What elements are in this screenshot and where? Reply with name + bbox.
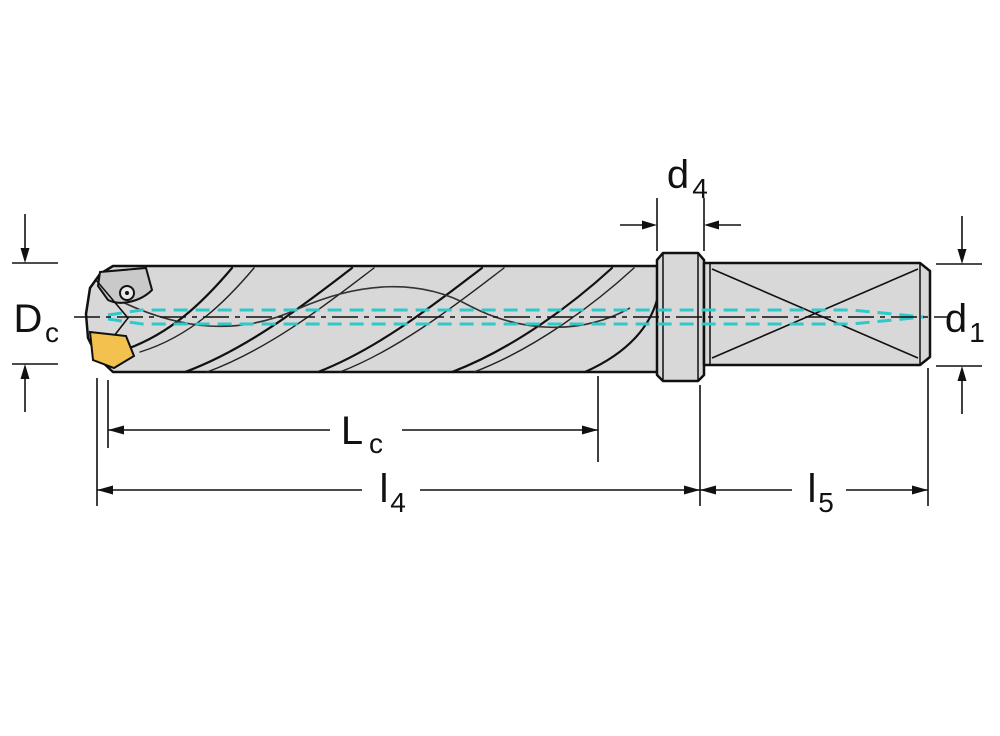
clamp-screw-center	[125, 291, 129, 295]
coolant-lines	[107, 308, 925, 326]
dimension-l5	[700, 368, 929, 506]
label-d1-sub: 1	[969, 317, 985, 348]
label-d1-main: d	[945, 297, 967, 341]
drill-body-outline	[84, 264, 660, 374]
l5-arrowhead-right	[912, 485, 928, 495]
flute-curve	[183, 266, 354, 374]
lc-arrowhead-left	[108, 425, 124, 435]
l4-arrowhead-left	[97, 485, 113, 495]
label-lc-main: L	[341, 409, 363, 453]
flute-valley-line	[109, 285, 631, 329]
cutting-insert	[88, 330, 136, 370]
l5-arrowhead-left	[700, 485, 716, 495]
shank-group	[702, 261, 932, 367]
drill-body-group	[84, 264, 660, 374]
label-l5-sub: 5	[818, 487, 834, 518]
label-d4-main: d	[667, 153, 689, 197]
flute-curve	[116, 266, 234, 354]
dimension-d4	[620, 198, 741, 251]
label-l4-main: l	[380, 467, 389, 511]
flute-curve-thin	[473, 267, 635, 373]
l4-arrowhead-right	[684, 485, 700, 495]
dc-arrowhead-up	[20, 364, 30, 379]
dimension-d1	[936, 216, 982, 414]
flute-companion-lines	[139, 267, 635, 373]
dimension-l4	[96, 378, 701, 506]
flute-curve	[450, 266, 614, 374]
d4-arrowhead-left	[704, 220, 719, 230]
d4-arrowhead-right	[642, 220, 657, 230]
coolant-channel-upper	[107, 308, 925, 319]
flute-curve-thin	[206, 267, 375, 373]
label-dc-main: D	[14, 297, 43, 341]
dc-arrowhead-down	[20, 248, 30, 263]
coolant-channel-lower	[107, 315, 925, 326]
label-l5-main: l	[808, 467, 817, 511]
label-lc-sub: c	[369, 428, 383, 459]
dimension-lc	[107, 376, 599, 462]
d1-arrowhead-down	[957, 249, 967, 264]
dimension-dc	[12, 214, 58, 412]
lc-arrowhead-right	[582, 425, 598, 435]
label-l4-sub: 4	[390, 487, 406, 518]
flute-curve-thin	[139, 267, 255, 353]
flute-curve	[583, 298, 659, 374]
d1-arrowhead-up	[957, 366, 967, 381]
label-d4-sub: 4	[692, 173, 708, 204]
label-dc-sub: c	[45, 317, 59, 348]
shank-flat-cross-line	[711, 268, 919, 359]
